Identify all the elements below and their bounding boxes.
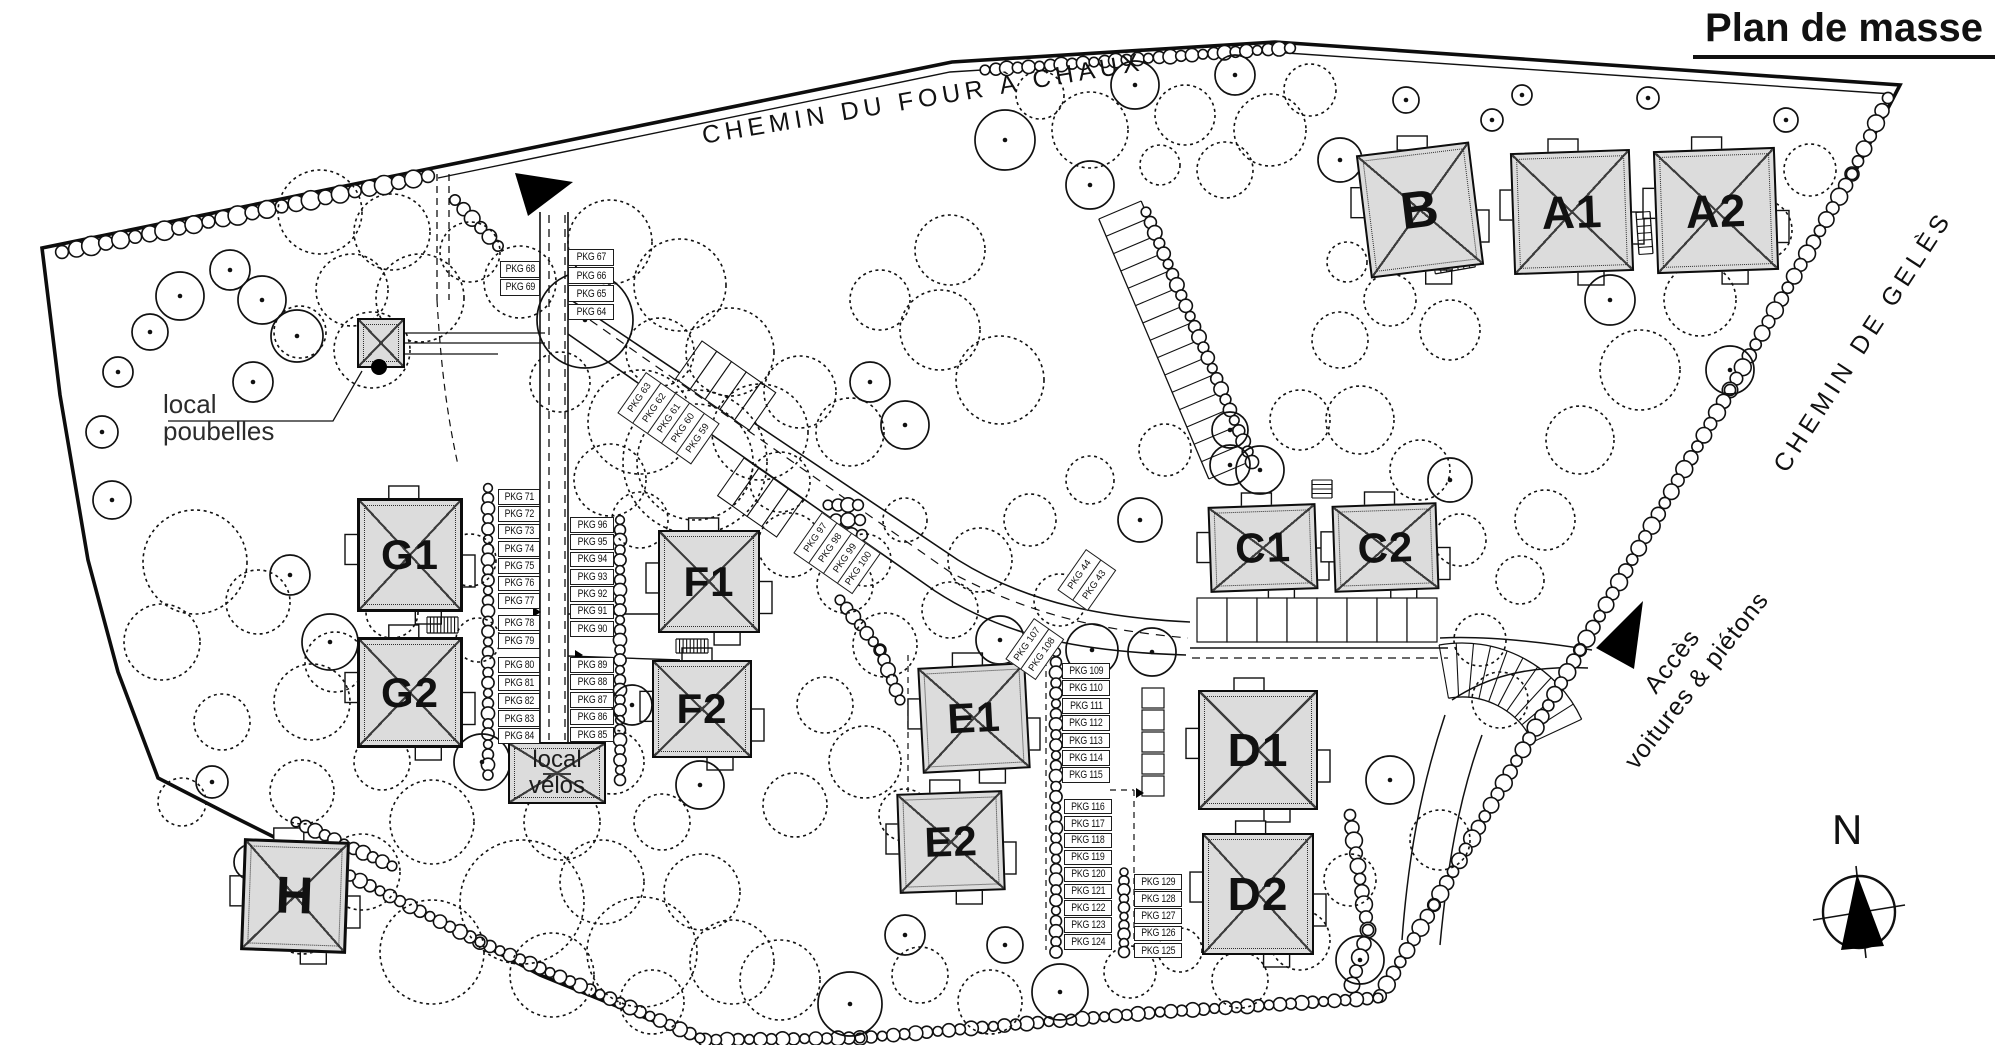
- building-label: E2: [923, 817, 979, 866]
- entrance-arrow-icon: [515, 173, 573, 216]
- bike-shed: local vélos: [508, 742, 606, 804]
- building-h: H: [240, 838, 350, 954]
- bike-shed-label: local vélos: [528, 746, 586, 799]
- building-label: C1: [1234, 523, 1292, 572]
- building-label: H: [274, 866, 316, 926]
- building-e1: E1: [917, 662, 1031, 774]
- north-compass-icon: [1812, 865, 1906, 959]
- trash-shed-note: local poubelles: [163, 389, 275, 446]
- page-title: Plan de masse: [1693, 6, 1995, 59]
- building-label: B: [1397, 178, 1443, 242]
- building-label: F1: [683, 557, 735, 605]
- building-d1: D1: [1198, 690, 1318, 810]
- building-label: E1: [946, 692, 1002, 743]
- building-label: D1: [1227, 724, 1289, 776]
- building-label: A1: [1540, 184, 1604, 240]
- stairs-layer: [426, 200, 1654, 743]
- north-label: N: [1832, 806, 1863, 853]
- building-annexes: [229, 135, 1790, 968]
- trash-shed-dot: [371, 359, 387, 375]
- trash-shed: [357, 318, 405, 368]
- building-f1: F1: [658, 530, 760, 633]
- building-a2: A2: [1652, 146, 1780, 275]
- building-label: D2: [1227, 868, 1289, 920]
- building-label: G1: [380, 531, 440, 578]
- building-a1: A1: [1509, 148, 1635, 276]
- building-b: B: [1355, 141, 1485, 279]
- building-label: A2: [1684, 183, 1748, 238]
- building-g1: G1: [357, 498, 463, 612]
- building-e2: E2: [896, 790, 1006, 894]
- building-c2: C2: [1331, 502, 1440, 593]
- flow-arrow-icon: [1090, 803, 1098, 813]
- flow-arrow-icon: [575, 650, 583, 660]
- building-d2: D2: [1202, 833, 1314, 955]
- bike-shed-ridge: [542, 773, 572, 775]
- building-g2: G2: [357, 637, 463, 748]
- building-f2: F2: [652, 660, 752, 758]
- flow-arrow-icon: [533, 607, 541, 617]
- access-arrow-icon: [1596, 601, 1643, 669]
- building-label: C2: [1356, 522, 1415, 572]
- building-label: F2: [676, 685, 728, 732]
- building-c1: C1: [1207, 503, 1319, 593]
- flow-arrow-icon: [1136, 788, 1144, 798]
- building-label: G2: [380, 668, 440, 716]
